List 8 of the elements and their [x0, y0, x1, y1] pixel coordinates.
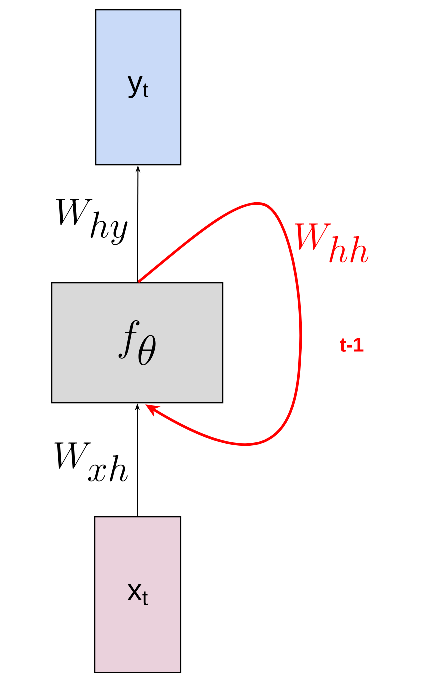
loop-arrow: [138, 202, 302, 446]
loop-label: t-1: [340, 338, 364, 352]
input-box: x$_{t}$: [94, 516, 182, 673]
edge-label: $W_{hh}$: [295, 224, 369, 263]
edge-label: $W_{xh}$: [54, 442, 128, 482]
edge-label: $W_{hy}$: [56, 199, 128, 246]
output-box: y$_{t}$: [95, 9, 182, 166]
function-box: $f_\theta$: [51, 282, 224, 404]
